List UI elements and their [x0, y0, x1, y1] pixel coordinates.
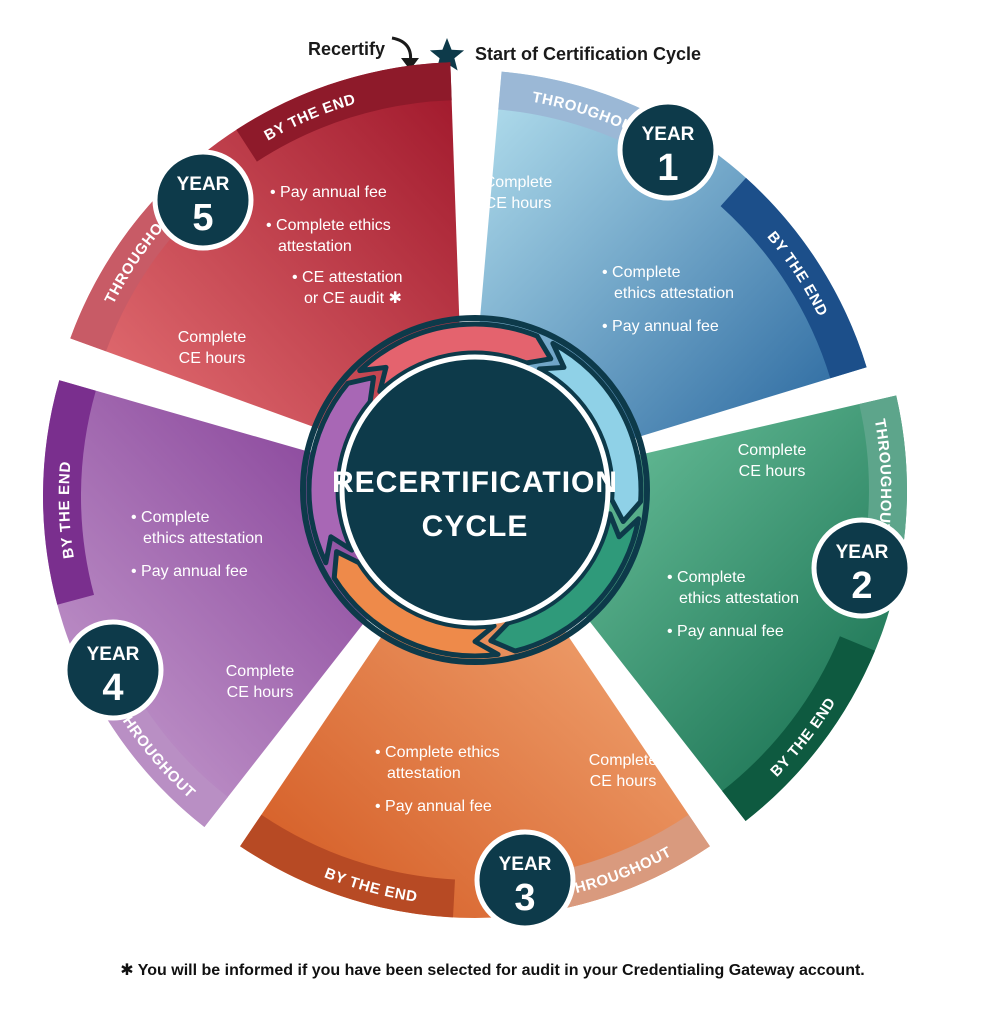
center-outer-ring — [300, 315, 650, 665]
year-word: YEAR — [177, 174, 230, 195]
by-the-end-item: • Pay annual fee — [602, 318, 719, 335]
by-the-end-band — [43, 380, 96, 605]
by-the-end-label: BY THE END — [56, 461, 78, 560]
cycle-arrow — [488, 511, 641, 654]
year-word: YEAR — [836, 542, 889, 563]
cycle-arrow — [357, 321, 554, 394]
cycle-arrow — [331, 549, 501, 659]
arrow-head — [401, 58, 419, 70]
recertify-label: Recertify — [308, 39, 385, 59]
year-number: 4 — [102, 667, 123, 709]
year-number: 1 — [657, 147, 678, 189]
by-the-end-item: • Pay annual fee — [375, 798, 492, 815]
year-number: 5 — [192, 197, 213, 239]
segment-fill — [240, 498, 710, 919]
year-number: 3 — [514, 877, 535, 919]
year-word: YEAR — [642, 124, 695, 145]
by-the-end-item: • Pay annual fee — [270, 184, 387, 201]
center-title-line2: CYCLE — [422, 510, 529, 543]
by-the-end-item: • Pay annual fee — [131, 563, 248, 580]
by-the-end-item: • Pay annual fee — [667, 623, 784, 640]
center-arrows — [306, 321, 644, 659]
by-the-end-band — [722, 636, 875, 821]
year-word: YEAR — [499, 854, 552, 875]
center-title-line1: RECERTIFICATION — [332, 466, 618, 499]
star-icon — [429, 38, 465, 71]
cycle-arrow — [536, 340, 644, 524]
year-word: YEAR — [87, 644, 140, 665]
start-of-cycle-label: Start of Certification Cycle — [475, 44, 701, 64]
cycle-arrow — [306, 374, 377, 566]
year-number: 2 — [851, 565, 872, 607]
by-the-end-band — [240, 814, 455, 918]
audit-footnote: ✱ You will be informed if you have been … — [120, 962, 865, 979]
center-disc — [339, 354, 611, 626]
by-the-end-band — [236, 62, 452, 162]
by-the-end-band — [720, 177, 867, 379]
